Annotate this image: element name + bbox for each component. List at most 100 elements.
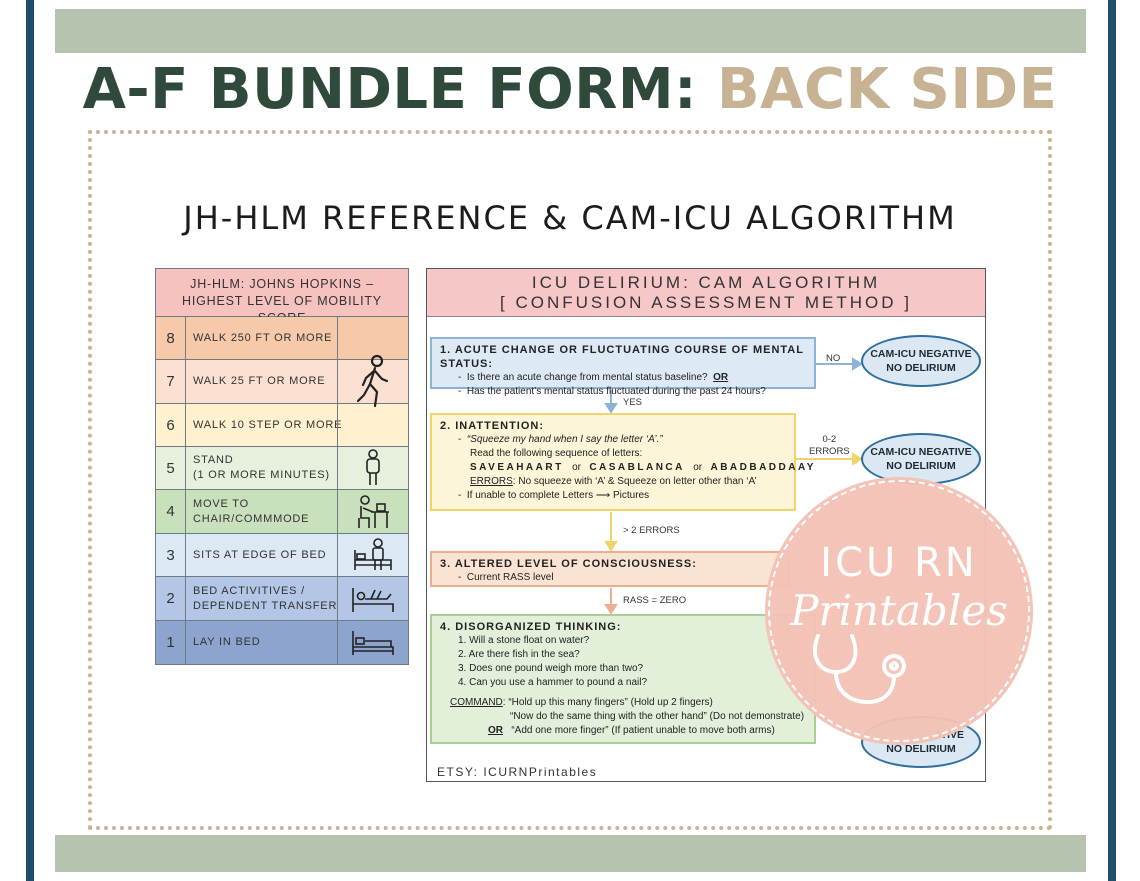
jh-row-label-line2: DEPENDENT TRANSFER [193, 599, 338, 612]
step-inattention: 2. INATTENTION: - “Squeeze my hand when … [430, 413, 813, 511]
errors-0-2-line2: ERRORS [809, 446, 850, 457]
command-line: OR “Add one more finger” (If patient una… [440, 724, 806, 738]
step-line: Read the following sequence of letters: [470, 448, 643, 459]
no-label: NO [826, 353, 841, 364]
errors-line: ERRORS: No squeeze with ‘A’ & Squeeze on… [440, 475, 786, 489]
walking-person-icon [337, 317, 408, 447]
step-bullet: - If unable to complete Letters ⟶ Pictur… [458, 490, 650, 501]
jh-row-label: LAY IN BED [193, 636, 261, 648]
command-line: “Now do the same thing with the other ha… [510, 711, 805, 722]
step-bullet: - “Squeeze my hand when I say the letter… [458, 434, 663, 445]
jh-row-number: 5 [156, 447, 186, 489]
step-title: 1. ACUTE CHANGE OR FLUCTUATING COURSE OF… [440, 344, 804, 370]
command-text: : “Hold up this many fingers” (Hold up 2… [502, 697, 713, 708]
errors-label: ERRORS [470, 476, 513, 487]
step-title: 4. DISORGANIZED THINKING: [440, 621, 622, 633]
negative-line2: NO DELIRIUM [886, 460, 956, 472]
letter-sequences: SAVEAHAART or CASABLANCA or ABADBADDAAY [440, 461, 813, 475]
question: 4. Can you use a hammer to pound a nail? [458, 677, 648, 688]
step-title: 2. INATTENTION: [440, 420, 545, 432]
jh-row-3: 3 SITS AT EDGE OF BED [156, 534, 408, 577]
content-frame [88, 130, 1052, 830]
negative-line2: NO DELIRIUM [886, 743, 956, 755]
jh-row-label: WALK 25 FT OR MORE [193, 375, 326, 387]
jh-row-number: 1 [156, 621, 186, 664]
errors-0-2-label: 0-2 ERRORS [809, 434, 850, 458]
step-altered-consciousness: 3. ALTERED LEVEL OF CONSCIOUSNESS: - Cur… [430, 551, 790, 587]
jh-row-label: BED ACTIVITIVES / DEPENDENT TRANSFER [193, 577, 343, 620]
watermark-line1: ICU RN [820, 540, 978, 586]
step-bullet: - Is there an acute change from mental s… [458, 372, 729, 383]
step-title: 3. ALTERED LEVEL OF CONSCIOUSNESS: [440, 558, 697, 570]
frame-right-border [1108, 0, 1116, 881]
or-text: or [693, 462, 703, 473]
negative-line1: CAM-ICU NEGATIVE [870, 348, 972, 360]
section-subtitle: JH-HLM REFERENCE & CAM-ICU ALGORITHM [183, 199, 957, 237]
top-band [55, 9, 1086, 53]
watermark-line2: Printables [790, 586, 1008, 635]
jh-row-label-line1: BED ACTIVITIVES / [193, 584, 306, 597]
jh-hlm-table: JH-HLM: JOHNS HOPKINS – HIGHEST LEVEL OF… [155, 268, 409, 665]
jh-row-label-line2: CHAIR/COMMMODE [193, 512, 310, 525]
watermark-badge: ICU RN Printables [768, 480, 1030, 742]
bottom-band [55, 835, 1086, 872]
question: 2. Are there fish in the sea? [458, 649, 580, 660]
flow-arrows [604, 357, 863, 615]
bed-icon [337, 621, 408, 664]
jh-row-label: SITS AT EDGE OF BED [193, 548, 327, 561]
jh-row-number: 2 [156, 577, 186, 620]
page-title: A-F BUNDLE FORM: BACK SIDE [0, 58, 1140, 122]
jh-row-label-line2: (1 OR MORE MINUTES) [193, 469, 330, 481]
or-label: OR [488, 725, 503, 736]
standing-person-icon [337, 447, 408, 489]
step-bullet: - Current RASS level [458, 572, 554, 583]
sit-bed-edge-icon [337, 534, 408, 576]
stethoscope-icon [810, 630, 920, 715]
jh-hlm-header: JH-HLM: JOHNS HOPKINS – HIGHEST LEVEL OF… [156, 269, 408, 325]
frame-left-border [26, 0, 34, 881]
question: 1. Will a stone float on water? [458, 635, 590, 646]
yes-label: YES [623, 397, 643, 408]
command-line: COMMAND: “Hold up this many fingers” (Ho… [440, 696, 806, 710]
jh-row-7: 7 WALK 25 FT OR MORE [156, 360, 408, 404]
errors-text: : No squeeze with ‘A’ & Squeeze on lette… [512, 476, 757, 487]
title-part2: BACK SIDE [716, 57, 1058, 122]
person-at-desk-icon [337, 490, 408, 533]
jh-row-8: 8 WALK 250 FT OR MORE [156, 317, 408, 360]
cam-negative-result: CAM-ICU NEGATIVE NO DELIRIUM [861, 335, 981, 387]
jh-row-number: 7 [156, 360, 186, 403]
gt2-errors-label: > 2 ERRORS [623, 525, 680, 536]
command-label: COMMAND [450, 697, 503, 708]
etsy-credit: ETSY: ICURNPrintables [437, 765, 598, 779]
jh-row-label-line1: MOVE TO [193, 497, 249, 510]
rass-zero-label: RASS = ZERO [623, 595, 687, 606]
jh-row-number: 6 [156, 404, 186, 446]
or-text: or [572, 462, 581, 473]
or-label: OR [713, 372, 729, 383]
letter-sequence: SAVEAHAART [470, 462, 564, 473]
step-bullet-text: Has the patient’s mental status fluctuat… [466, 386, 766, 397]
jh-row-5: 5 STAND(1 OR MORE MINUTES) [156, 447, 408, 490]
cam-header-line1: ICU DELIRIUM: CAM ALGORITHM [531, 273, 881, 292]
step-bullet-text: Current RASS level [466, 572, 554, 583]
cam-negative-result: CAM-ICU NEGATIVE NO DELIRIUM [861, 433, 981, 485]
step-disorganized-thinking: 4. DISORGANIZED THINKING: 1. Will a ston… [430, 614, 816, 744]
negative-line1: CAM-ICU NEGATIVE [870, 446, 972, 458]
jh-row-number: 4 [156, 490, 186, 533]
jh-row-2: 2 BED ACTIVITIVES / DEPENDENT TRANSFER [156, 577, 408, 621]
lying-active-icon [337, 577, 408, 620]
jh-row-label: WALK 10 STEP OR MORE [193, 418, 343, 431]
jh-row-1: 1 LAY IN BED [156, 621, 408, 664]
step-bullet-text: Is there an acute change from mental sta… [466, 372, 708, 383]
jh-row-number: 3 [156, 534, 186, 576]
letter-sequence: CASABLANCA [589, 462, 685, 473]
jh-row-6: 6 WALK 10 STEP OR MORE [156, 404, 408, 447]
question: 3. Does one pound weigh more than two? [458, 663, 644, 674]
step-acute-change: 1. ACUTE CHANGE OR FLUCTUATING COURSE OF… [430, 337, 816, 397]
cam-header: ICU DELIRIUM: CAM ALGORITHM [ CONFUSION … [427, 269, 985, 317]
jh-row-label: MOVE TO CHAIR/COMMMODE [193, 490, 343, 533]
title-part1: A-F BUNDLE FORM: [82, 57, 697, 122]
command-text: “Add one more finger” (If patient unable… [511, 725, 775, 736]
jh-hlm-header-line1: JH-HLM: JOHNS HOPKINS – [190, 277, 374, 291]
negative-line2: NO DELIRIUM [886, 362, 956, 374]
